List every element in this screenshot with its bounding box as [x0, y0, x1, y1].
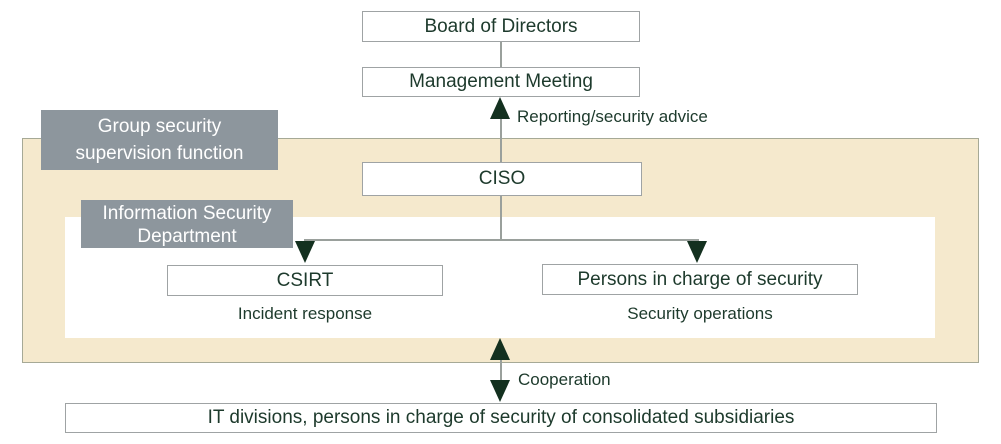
node-subsidiaries-label: IT divisions, persons in charge of secur…: [207, 407, 795, 428]
group-security-label: Group security supervision function: [41, 110, 278, 170]
arrow-down-icon: [490, 380, 510, 402]
annotation-incident-response: Incident response: [237, 304, 373, 323]
connector-cooperation: [500, 358, 502, 382]
node-csirt: CSIRT: [167, 265, 443, 296]
annotation-reporting: Reporting/security advice: [517, 107, 708, 126]
arrow-up-icon: [490, 338, 510, 360]
annotation-security-operations: Security operations: [627, 304, 773, 323]
node-management-meeting: Management Meeting: [362, 67, 640, 97]
group-security-label-line1: Group security: [97, 116, 222, 137]
node-subsidiaries: IT divisions, persons in charge of secur…: [65, 403, 937, 433]
connector-branch-horizontal: [304, 239, 699, 241]
node-ciso-label: CISO: [478, 168, 526, 189]
infosec-department-label: Information Security Department: [81, 200, 293, 248]
infosec-department-label-line2: Department: [137, 226, 237, 247]
node-csirt-label: CSIRT: [276, 269, 334, 291]
node-persons-in-charge-label: Persons in charge of security: [577, 268, 823, 290]
node-board-of-directors: Board of Directors: [362, 11, 640, 42]
group-security-label-line2: supervision function: [75, 143, 244, 164]
arrow-down-icon: [687, 241, 707, 263]
node-persons-in-charge: Persons in charge of security: [542, 264, 858, 295]
connector-ciso-to-management: [500, 118, 502, 163]
node-ciso: CISO: [362, 162, 642, 196]
connector-board-to-management: [500, 41, 502, 68]
node-board-of-directors-label: Board of Directors: [424, 15, 578, 37]
connector-ciso-to-branch: [500, 195, 502, 241]
arrow-up-icon: [490, 97, 510, 119]
infosec-department-label-line1: Information Security: [102, 203, 272, 224]
arrow-down-icon: [295, 241, 315, 263]
annotation-cooperation: Cooperation: [518, 370, 611, 389]
node-management-meeting-label: Management Meeting: [409, 71, 593, 92]
